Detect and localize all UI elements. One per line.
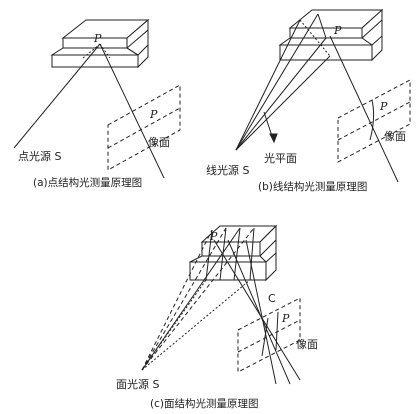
reflected-ray-2-c bbox=[227, 239, 291, 385]
source-label-c: 面光源 S bbox=[116, 377, 159, 391]
fan-ray-2-c bbox=[141, 227, 227, 371]
fan-ray-3-b bbox=[235, 37, 327, 151]
fan-ray-1-b bbox=[235, 19, 301, 151]
caption-c: (c)面结构光测量原理图 bbox=[150, 397, 258, 410]
point-label-c: P bbox=[209, 230, 218, 243]
panel-b bbox=[235, 8, 411, 183]
image-point-label-a: P bbox=[149, 108, 158, 121]
lens-label-c: C bbox=[268, 292, 276, 305]
fan-ray-4-b bbox=[235, 55, 331, 151]
image-plane-b bbox=[337, 79, 411, 163]
point-label-a: P bbox=[93, 32, 102, 45]
panel-a bbox=[13, 18, 181, 179]
stepped-block-a bbox=[50, 18, 150, 69]
image-plane-label-b: 像面 bbox=[384, 130, 406, 143]
plane-label-b: 光平面 bbox=[264, 151, 297, 165]
stepped-block-c bbox=[189, 224, 278, 282]
reflected-ray-a bbox=[99, 43, 165, 179]
image-plane-label-a: 像面 bbox=[148, 136, 170, 149]
fan-ray-6-c bbox=[141, 279, 251, 371]
fan-ray-4-c bbox=[141, 227, 255, 371]
fan-ray-5-c bbox=[141, 279, 207, 371]
caption-a: (a)点结构光测量原理图 bbox=[33, 176, 142, 189]
source-label-b: 线光源 S bbox=[206, 163, 249, 177]
reflected-ray-3-c bbox=[245, 239, 277, 385]
source-label-a: 点光源 S bbox=[18, 149, 61, 163]
panel-c bbox=[141, 224, 301, 385]
image-point-label-b: P bbox=[379, 100, 388, 113]
fan-ray-2-b bbox=[235, 13, 319, 151]
image-plane-label-c: 像面 bbox=[296, 338, 318, 351]
fan-ray-1-c bbox=[141, 229, 213, 371]
image-point-label-c: P bbox=[281, 312, 290, 325]
reflected-ray-b bbox=[329, 35, 399, 183]
point-label-b: P bbox=[333, 24, 342, 37]
source-ray-a bbox=[13, 43, 101, 149]
image-plane-a bbox=[107, 84, 181, 171]
caption-b: (b)线结构光测量原理图 bbox=[258, 180, 367, 193]
reflected-ray-1-c bbox=[213, 239, 301, 381]
